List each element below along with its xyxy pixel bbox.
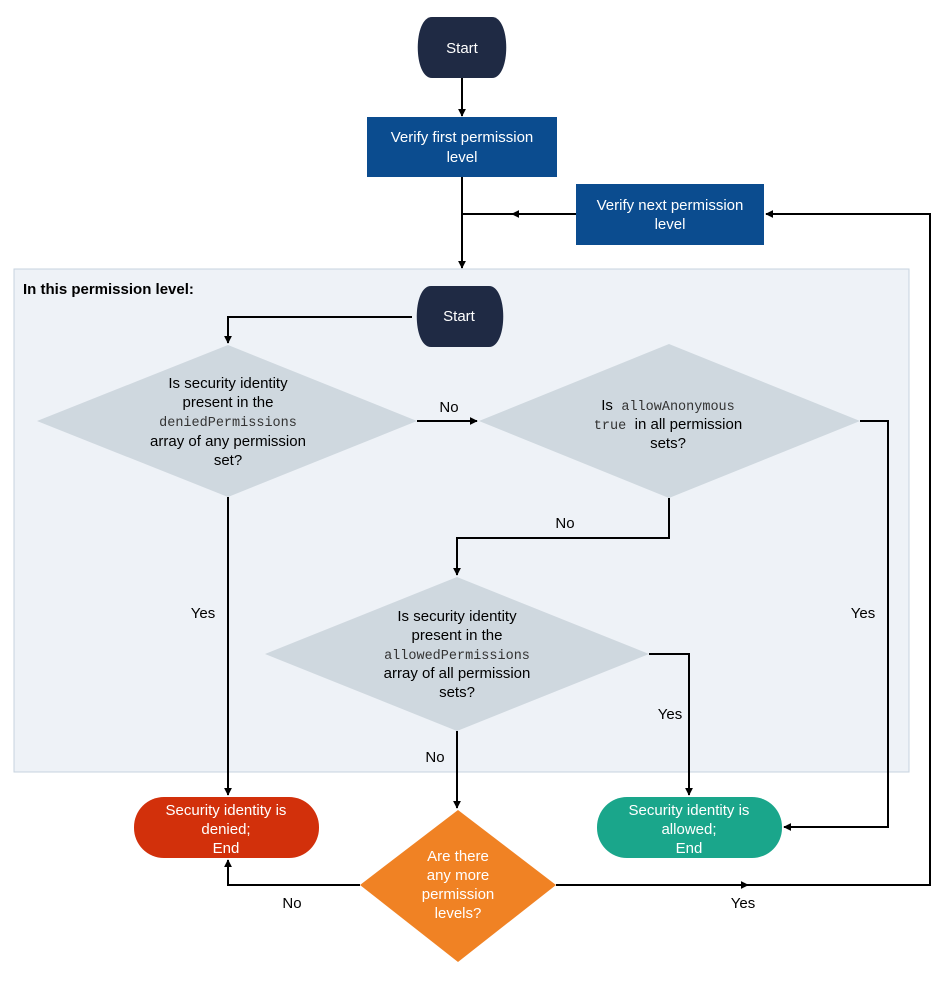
svg-text:allowedPermissions: allowedPermissions bbox=[384, 649, 530, 664]
connector-anonymous-no bbox=[453, 498, 670, 576]
label-denied-yes: Yes bbox=[191, 605, 215, 622]
inner-start-node: Start bbox=[416, 286, 504, 347]
more-levels-decision: Are there any more permission levels? bbox=[360, 810, 556, 962]
svg-text:Start: Start bbox=[446, 40, 479, 57]
svg-text:Start: Start bbox=[443, 308, 476, 325]
svg-text:set?: set? bbox=[214, 452, 242, 469]
verify-next-level-node: Verify next permission level bbox=[576, 184, 764, 245]
denied-end-node: Security identity is denied; End bbox=[134, 797, 319, 858]
allowed-end-node: Security identity is allowed; End bbox=[597, 797, 782, 858]
label-denied-no: No bbox=[439, 399, 458, 416]
allow-anonymous-decision: Is allowAnonymous true in all permission… bbox=[479, 344, 860, 498]
svg-text:Security identity is: Security identity is bbox=[629, 802, 750, 819]
svg-text:present in the: present in the bbox=[412, 627, 503, 644]
allowed-permissions-decision: Is security identity present in the allo… bbox=[265, 577, 649, 731]
connector-allowed-yes bbox=[649, 653, 693, 796]
svg-text:array of all permission: array of all permission bbox=[384, 665, 531, 682]
connector-anonymous-yes bbox=[783, 420, 889, 831]
svg-text:denied;: denied; bbox=[201, 821, 250, 838]
label-more-no: No bbox=[282, 895, 301, 912]
svg-text:level: level bbox=[447, 149, 478, 166]
label-allowed-yes: Yes bbox=[658, 706, 682, 723]
svg-text:any more: any more bbox=[427, 867, 490, 884]
svg-text:levels?: levels? bbox=[435, 905, 482, 922]
label-anonymous-yes: Yes bbox=[851, 605, 875, 622]
svg-text:array of any permission: array of any permission bbox=[150, 433, 306, 450]
label-more-yes: Yes bbox=[731, 895, 755, 912]
verify-first-level-node: Verify first permission level bbox=[367, 117, 557, 177]
svg-text:Is allowAnonymous: Is allowAnonymous bbox=[601, 397, 735, 415]
svg-text:Are there: Are there bbox=[427, 848, 489, 865]
svg-text:true in all permission: true in all permission bbox=[594, 416, 742, 434]
panel-title: In this permission level: bbox=[23, 281, 194, 298]
label-anonymous-no: No bbox=[555, 515, 574, 532]
svg-text:End: End bbox=[213, 840, 240, 857]
svg-text:End: End bbox=[676, 840, 703, 857]
svg-text:sets?: sets? bbox=[439, 684, 475, 701]
svg-text:Is security identity: Is security identity bbox=[168, 375, 288, 392]
svg-text:sets?: sets? bbox=[650, 435, 686, 452]
svg-text:deniedPermissions: deniedPermissions bbox=[159, 416, 297, 431]
connector-inner-start-to-denied bbox=[224, 316, 412, 344]
svg-text:Is security identity: Is security identity bbox=[397, 608, 517, 625]
svg-text:permission: permission bbox=[422, 886, 495, 903]
denied-permissions-decision: Is security identity present in the deni… bbox=[37, 345, 417, 497]
svg-text:Verify next permission: Verify next permission bbox=[597, 197, 744, 214]
svg-text:Verify first permission: Verify first permission bbox=[391, 129, 534, 146]
label-allowed-no: No bbox=[425, 749, 444, 766]
svg-text:present in the: present in the bbox=[183, 394, 274, 411]
connector-more-no bbox=[224, 859, 360, 886]
outer-start-node: Start bbox=[417, 17, 507, 78]
svg-text:Security identity is: Security identity is bbox=[166, 802, 287, 819]
svg-text:level: level bbox=[655, 216, 686, 233]
svg-text:allowed;: allowed; bbox=[661, 821, 716, 838]
